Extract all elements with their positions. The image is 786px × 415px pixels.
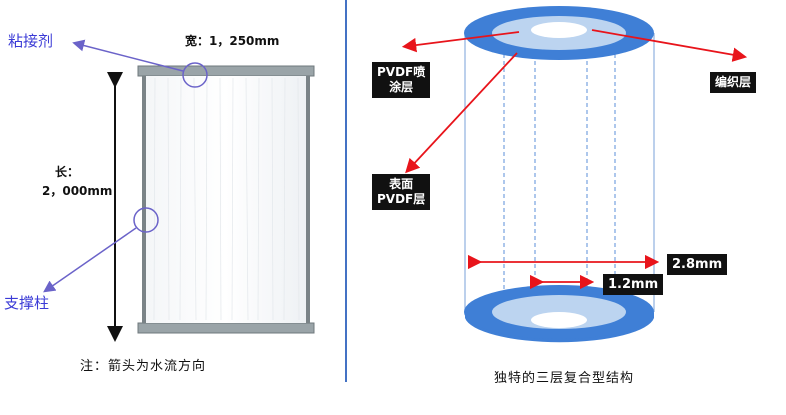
surface-pvdf-label: 表面 PVDF层 (372, 174, 431, 210)
outer-diameter-label: 2.8mm (667, 254, 728, 275)
module-diagram (43, 39, 315, 342)
width-label: 宽：1，250mm (185, 34, 280, 48)
inner-diameter-label: 1.2mm (603, 274, 664, 295)
support-circle (133, 207, 159, 233)
pvdf-spray-arrow (401, 31, 520, 53)
hollow-fiber-tube (464, 6, 655, 343)
support-arrow (43, 227, 137, 293)
pvdf-spray-label: PVDF喷 涂层 (372, 62, 431, 98)
adhesive-label: 粘接剂 (8, 32, 54, 50)
adhesive-circle (182, 62, 208, 88)
flow-note: 注：箭头为水流方向 (80, 359, 207, 374)
adhesive-arrow (72, 39, 184, 72)
fiber-structure-diagram (401, 6, 748, 343)
woven-layer-label: 编织层 (710, 72, 757, 93)
panel-divider (345, 0, 347, 382)
structure-caption: 独特的三层复合型结构 (494, 371, 635, 386)
woven-layer-arrow (591, 29, 748, 62)
length-label-line1: 长： (55, 165, 80, 179)
membrane-module (137, 65, 315, 334)
surface-pvdf-arrow (405, 52, 518, 174)
length-label-line2: 2，000mm (42, 184, 113, 198)
support-label: 支撑柱 (4, 294, 50, 312)
